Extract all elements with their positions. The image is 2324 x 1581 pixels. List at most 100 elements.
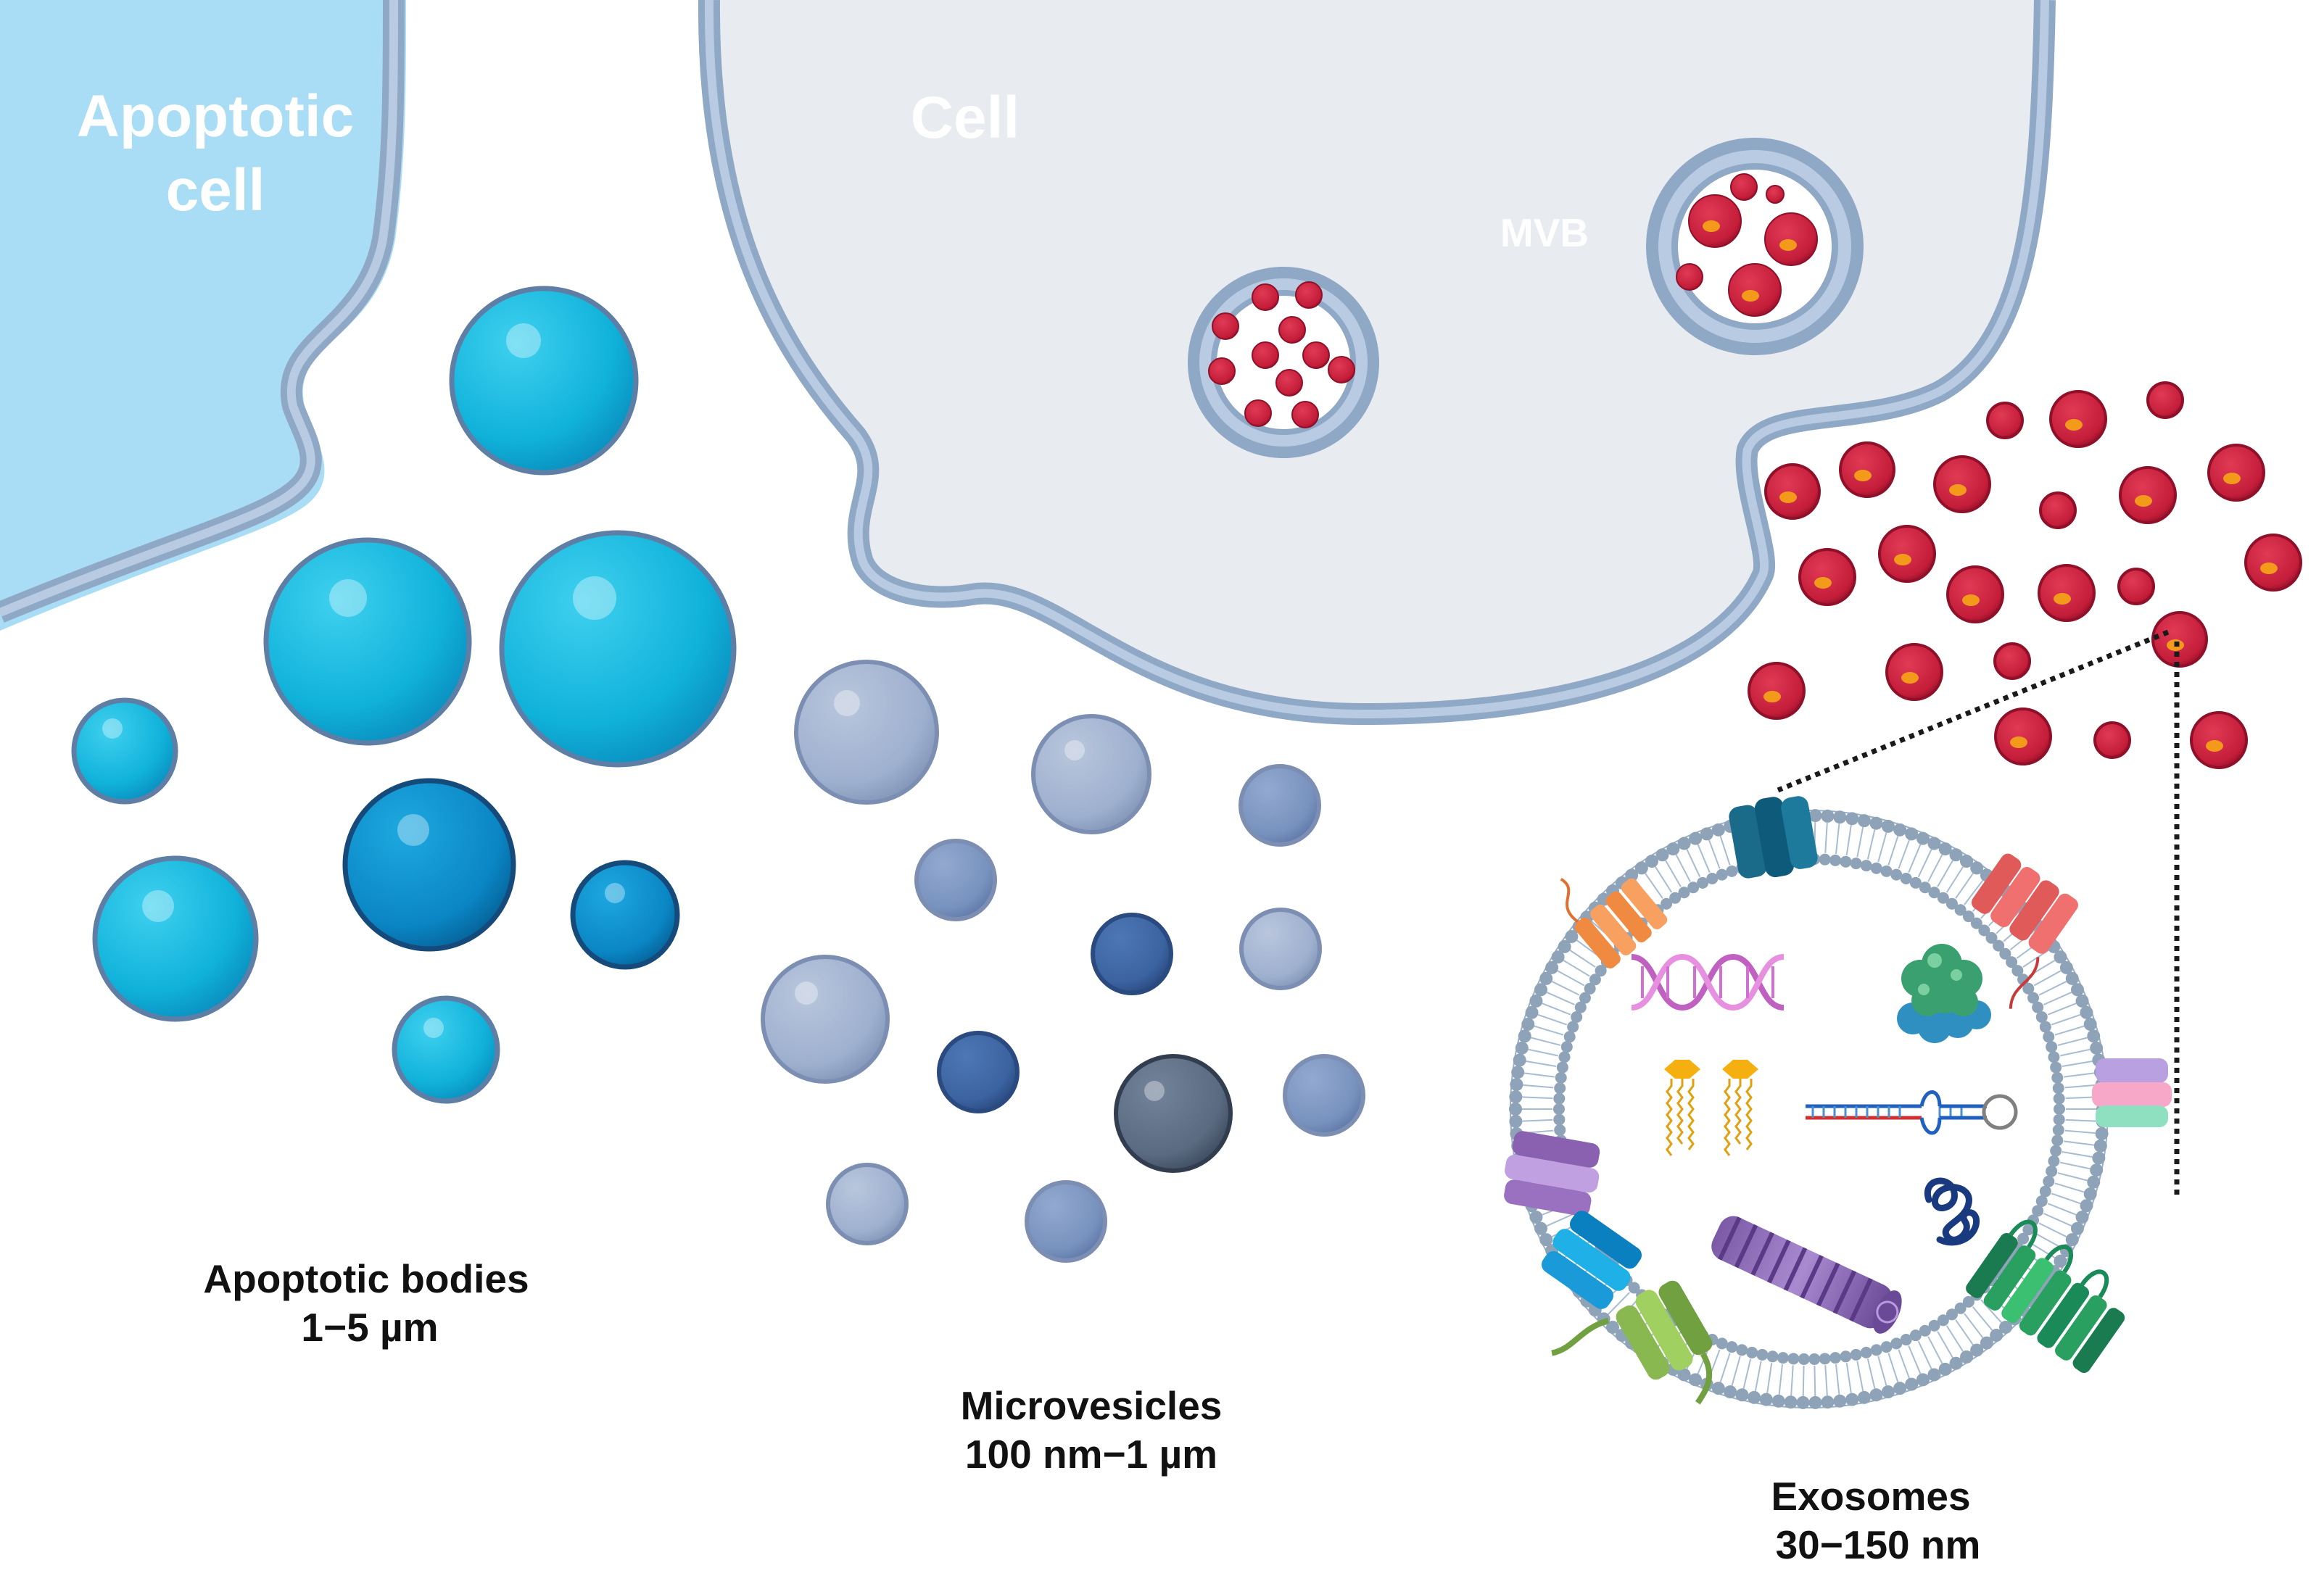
lipid-head xyxy=(1513,1053,1526,1067)
lipid-head xyxy=(2050,1061,2062,1074)
lipid-head xyxy=(1808,1353,1821,1365)
lipid-head xyxy=(2075,994,2089,1008)
lipid-tail xyxy=(2051,1013,2081,1026)
lipid-tail xyxy=(1731,1356,1741,1386)
lipid-tail xyxy=(2065,1096,2096,1100)
cell-label: Cell xyxy=(911,85,1020,151)
lipid-icon xyxy=(1664,1060,1758,1156)
lipid-tail xyxy=(1778,1364,1783,1395)
lipid-head xyxy=(1796,1395,1810,1409)
lipid-head xyxy=(1534,1221,1548,1235)
lipid-tail xyxy=(1742,1358,1752,1389)
lipid-head xyxy=(2051,1071,2064,1084)
lipid-tail xyxy=(1719,836,1731,866)
lipid-head xyxy=(1521,1017,1535,1031)
lipid-tail xyxy=(1697,844,1711,874)
lipid-head xyxy=(1881,1385,1895,1399)
lipid-head xyxy=(1860,860,1872,872)
lipid-head xyxy=(1909,1329,1922,1342)
lipid-head xyxy=(1509,1090,1523,1104)
lipid-head xyxy=(1890,868,1903,881)
lipid-head xyxy=(1551,950,1565,964)
lipid-head xyxy=(1558,939,1571,953)
lipid-head xyxy=(1555,1071,1567,1084)
lipid-head xyxy=(1666,842,1680,856)
microvesicles-label: Microvesicles xyxy=(961,1383,1223,1428)
lipid-tail xyxy=(1877,832,1887,863)
lipid-head xyxy=(2052,1124,2064,1136)
lipid-tail xyxy=(1531,1037,1561,1046)
lipid-tail xyxy=(1708,839,1721,869)
lipid-tail xyxy=(2062,1060,2093,1067)
lipid-head xyxy=(1829,1352,1842,1364)
lipid-head xyxy=(1945,897,1958,910)
lipid-tail xyxy=(1686,849,1701,878)
lipid-tail xyxy=(2043,992,2072,1005)
lipid-head xyxy=(2011,965,2024,977)
lipid-head xyxy=(1748,1390,1761,1404)
lipid-head xyxy=(1518,1029,1531,1043)
lipid-head xyxy=(1916,1373,1930,1387)
lipid-head xyxy=(1509,1103,1522,1116)
lipid-tail xyxy=(1835,1364,1840,1395)
lipid-head xyxy=(2051,1134,2064,1147)
apoptotic-cell-label: cell xyxy=(166,157,265,223)
microvesicles-size: 100 nm−1 µm xyxy=(965,1432,1217,1477)
lipid-head xyxy=(1554,1124,1566,1136)
lipid-tail xyxy=(2065,1119,2096,1122)
lipid-tail xyxy=(1537,1013,1568,1026)
lipid-head xyxy=(1625,868,1639,882)
lipid-head xyxy=(1937,1314,1949,1327)
lipid-tail xyxy=(1964,879,1984,905)
apoptotic-bodies-size: 1−5 µm xyxy=(301,1305,438,1350)
lipid-head xyxy=(1563,1031,1576,1043)
apoptotic-cell xyxy=(0,0,406,631)
lipid-head xyxy=(1970,1343,1984,1357)
mrna-hairpin-icon xyxy=(1806,1090,2018,1135)
lipid-tail xyxy=(1790,1365,1794,1396)
lipid-tail xyxy=(2064,1129,2096,1134)
lipid-head xyxy=(2017,1232,2030,1245)
lipid-head xyxy=(2039,1185,2051,1198)
lipid-head xyxy=(1716,868,1728,881)
lipid-tail xyxy=(1908,1345,1922,1374)
lipid-head xyxy=(1697,876,1709,889)
lipid-tail xyxy=(1824,1365,1828,1396)
lipid-head xyxy=(1949,1356,1963,1370)
lipid-head xyxy=(2070,1221,2084,1235)
lipid-head xyxy=(1589,974,1601,986)
lipid-tail xyxy=(1917,1340,1932,1369)
lipid-tail xyxy=(2060,1048,2091,1057)
apoptotic-bodies xyxy=(71,286,737,1104)
apoptotic-cell-label: Apoptotic xyxy=(77,83,355,149)
lipid-head xyxy=(2046,1165,2058,1177)
lipid-tail xyxy=(1719,1353,1731,1382)
lipid-head xyxy=(1726,1341,1738,1353)
lipid-head xyxy=(1970,861,1984,875)
lipid-head xyxy=(2075,1211,2089,1224)
lipid-head xyxy=(1900,1334,1912,1346)
lipid-tail xyxy=(2057,1037,2088,1046)
lipid-head xyxy=(1840,855,1852,868)
lipid-head xyxy=(1711,823,1725,837)
lipid-tail xyxy=(2033,970,2062,987)
lipid-head xyxy=(1595,965,1607,977)
lipid-head xyxy=(1534,983,1548,997)
lipid-tail xyxy=(1955,1319,1974,1345)
lipid-head xyxy=(1927,837,1941,850)
lipid-head xyxy=(1560,1041,1573,1053)
lipid-head xyxy=(1553,1113,1566,1126)
lipid-head xyxy=(2050,1145,2062,1157)
lipid-head xyxy=(2065,1233,2079,1247)
lipid-head xyxy=(2052,1082,2064,1095)
lipid-head xyxy=(1893,1382,1907,1395)
lipid-head xyxy=(1579,992,1591,1004)
lipid-head xyxy=(1567,1021,1579,1033)
lipid-head xyxy=(1845,812,1859,826)
lipid-head xyxy=(1937,892,1949,904)
lipid-head xyxy=(1784,1395,1798,1409)
lipid-tail xyxy=(1665,860,1682,887)
cytoskeleton-filament-icon xyxy=(1711,1216,1902,1334)
lipid-head xyxy=(1511,1066,1525,1079)
lipid-tail xyxy=(2064,1140,2095,1146)
